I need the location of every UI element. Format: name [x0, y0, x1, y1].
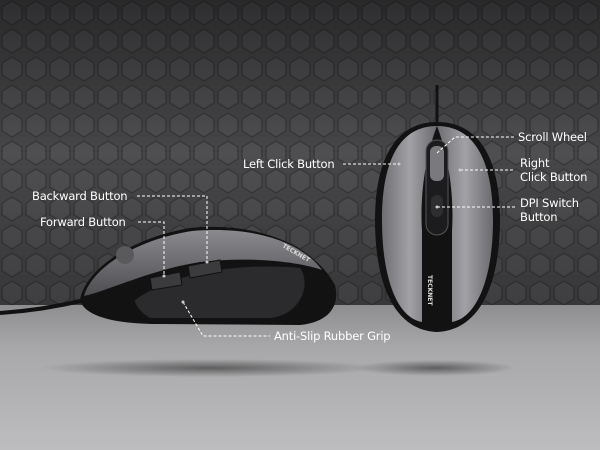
- callout-dpi-1: DPI Switch: [520, 196, 579, 210]
- side-view-mouse: TECKNET: [0, 226, 337, 325]
- shadow: [355, 360, 515, 376]
- callout-lines: [137, 136, 515, 337]
- callout-right-click-2: Click Button: [520, 170, 588, 184]
- callout-backward: Backward Button: [32, 189, 128, 203]
- callout-right-click-1: Right: [520, 156, 550, 170]
- callout-dpi-2: Button: [520, 210, 558, 224]
- callout-forward: Forward Button: [40, 215, 126, 229]
- shadow: [40, 359, 380, 377]
- floor: [0, 305, 600, 450]
- callout-grip: Anti-Slip Rubber Grip: [274, 329, 391, 343]
- svg-text:TECKNET: TECKNET: [426, 275, 433, 306]
- callout-left-click: Left Click Button: [243, 157, 335, 171]
- top-view-mouse: TECKNET: [375, 85, 500, 332]
- callout-scroll-wheel: Scroll Wheel: [518, 130, 587, 144]
